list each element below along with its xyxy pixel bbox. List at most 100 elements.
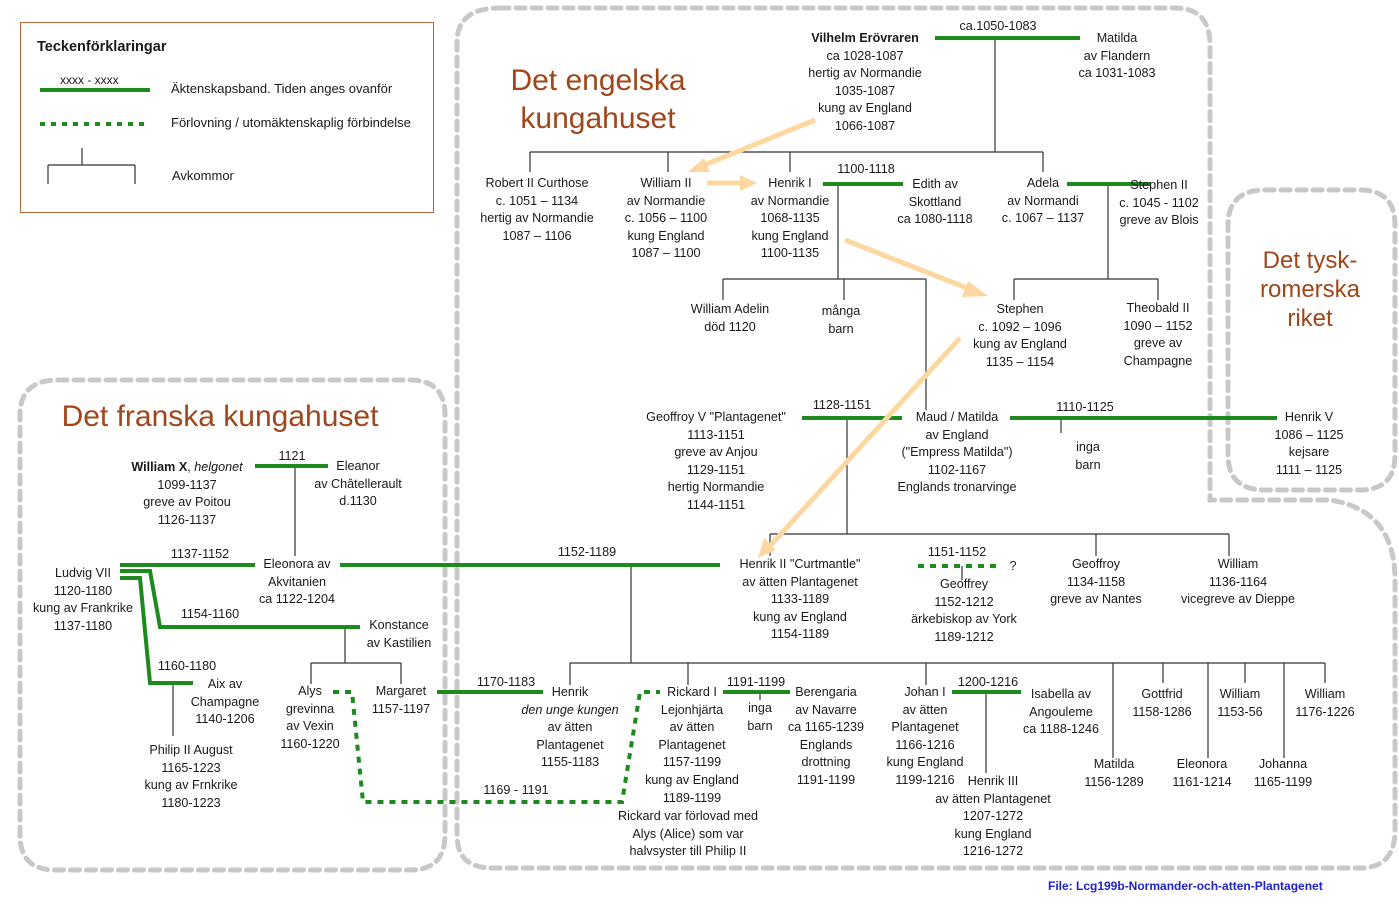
text-line: ca 1122-1204	[258, 592, 336, 607]
text-line: Angouleme	[1029, 704, 1093, 719]
text-line: hertig Normandie	[667, 480, 765, 495]
marriage-label: 1128-1151	[812, 398, 872, 412]
text-line: greve av Poitou	[143, 495, 231, 510]
text-line: Skottland	[908, 194, 962, 209]
text-line: 1090 – 1152	[1123, 318, 1193, 333]
text-line: Plantagenet	[658, 737, 726, 752]
text-line: 1153-56	[1217, 704, 1263, 719]
text-line: 1126-1137	[157, 512, 217, 527]
text-line: c. 1045 - 1102	[1119, 195, 1199, 210]
title-line: romerska	[1259, 276, 1361, 303]
person-henrik2: Henrik II "Curtmantle"av ätten Plantagen…	[740, 556, 861, 644]
text-line: 1087 – 1100	[631, 246, 701, 261]
text-line: 1191-1199	[796, 772, 856, 787]
text-line: greve av Blois	[1119, 213, 1199, 228]
text-line: Adela	[1026, 176, 1060, 190]
person-philip2: Philip II August 1165-1223 kung av Frnkrik…	[144, 742, 237, 812]
text-line: hertig av Normandie	[808, 66, 922, 81]
text-line: 1158-1286	[1132, 704, 1192, 719]
file-link[interactable]: File: Lcg199b-Normander-och-atten-Planta…	[1048, 879, 1323, 893]
text-line: Philip II August	[149, 743, 233, 757]
text-line: av ätten	[669, 720, 715, 735]
text-line: vicegreve av Dieppe	[1180, 592, 1296, 607]
text-line: kung av Frankrike	[32, 601, 134, 616]
text-line: av ätten Plantagenet	[935, 791, 1051, 806]
text-line: kung av Frnkrike	[144, 778, 238, 793]
text-line: Berengaria	[795, 685, 857, 699]
text-line: 1140-1206	[195, 712, 255, 727]
text-line: 1156-1289	[1084, 774, 1144, 789]
text-line: 1087 – 1106	[502, 228, 572, 243]
text-line: 1189-1199	[662, 790, 722, 805]
text-line: Plantagenet	[891, 720, 959, 735]
text-line: Eleanor	[336, 459, 380, 473]
text-line: greve av	[1133, 336, 1183, 351]
text-line: 1086 – 1125	[1274, 427, 1344, 442]
text-line: 1161-1214	[1172, 774, 1232, 789]
text-line: 1216-1272	[962, 844, 1024, 859]
text-line: c. 1051 – 1134	[495, 193, 579, 208]
marriage-label: 1191-1199	[726, 675, 786, 689]
text-line: 1160-1220	[280, 736, 340, 751]
text-line: barn	[1075, 457, 1101, 472]
legend-offspring: Avkommor	[172, 168, 234, 183]
text-line: av ätten	[547, 720, 593, 735]
text-line: Johan I	[904, 685, 946, 699]
text-line: kung England	[627, 228, 705, 243]
legend-title: Teckenförklaringar	[37, 39, 167, 55]
text-line: William	[1219, 687, 1261, 701]
text-line: Matilda	[1096, 31, 1138, 45]
text-line: ärkebiskop av York	[911, 612, 1017, 627]
text-line: Ludvig VII	[54, 566, 111, 580]
text-line: 1165-1223	[161, 760, 221, 775]
text-line: Henrik V	[1284, 410, 1334, 424]
marriage-label: 1200-1216	[957, 675, 1019, 689]
text-line: ca 1188-1246	[1022, 722, 1100, 737]
legend-graphics	[47, 148, 136, 184]
text-line: inga	[1076, 440, 1100, 454]
person-gottfrid: Gottfrid 1158-1286	[1132, 686, 1191, 721]
text-line: Gottfrid	[1141, 687, 1183, 701]
text-line: 1165-1199	[1253, 774, 1313, 789]
text-line: av ätten	[902, 702, 948, 717]
text-line: 1154-1189	[770, 627, 830, 642]
text-line: Konstance	[369, 618, 429, 632]
text-line: drottning	[801, 755, 851, 770]
no-children: inga barn	[1075, 439, 1100, 474]
text-line: kung av England	[973, 337, 1067, 352]
legend-engagement: Förlovning / utomäktenskaplig förbindels…	[171, 115, 411, 130]
german-region-title: Det tysk- romerska riket	[1260, 246, 1360, 333]
marriage-label: 1121	[278, 449, 306, 463]
text-line: Champagne	[190, 694, 260, 709]
text-line: av Vexin	[286, 719, 334, 734]
succession-arrows	[688, 117, 988, 558]
text-line: greve av Anjou	[674, 445, 758, 460]
text-line: barn	[747, 718, 773, 733]
text-line: hertig av Normandie	[480, 211, 594, 226]
marriage-label: 1137-1152	[170, 547, 230, 561]
text-line: Rickard var förlovad med	[618, 809, 758, 823]
details: 1099-1137 greve av Poitou 1126-1137	[131, 477, 242, 530]
text-line: 1099-1137	[157, 477, 217, 492]
text-line: 1207-1272	[962, 809, 1024, 824]
text-line: 1180-1223	[161, 795, 221, 810]
text-line: Edith av	[912, 177, 958, 191]
text-line: 1152-1212	[934, 594, 994, 609]
text-line: Henrik III	[967, 774, 1019, 788]
text-line: av Normandie	[626, 193, 706, 208]
epithet: helgonet	[194, 460, 243, 474]
text-line: c. 1067 – 1137	[1001, 211, 1085, 226]
title-line: Det engelska	[510, 64, 686, 97]
text-line: kung av England	[753, 609, 847, 624]
marriage-label: 1100-1118	[837, 162, 895, 176]
